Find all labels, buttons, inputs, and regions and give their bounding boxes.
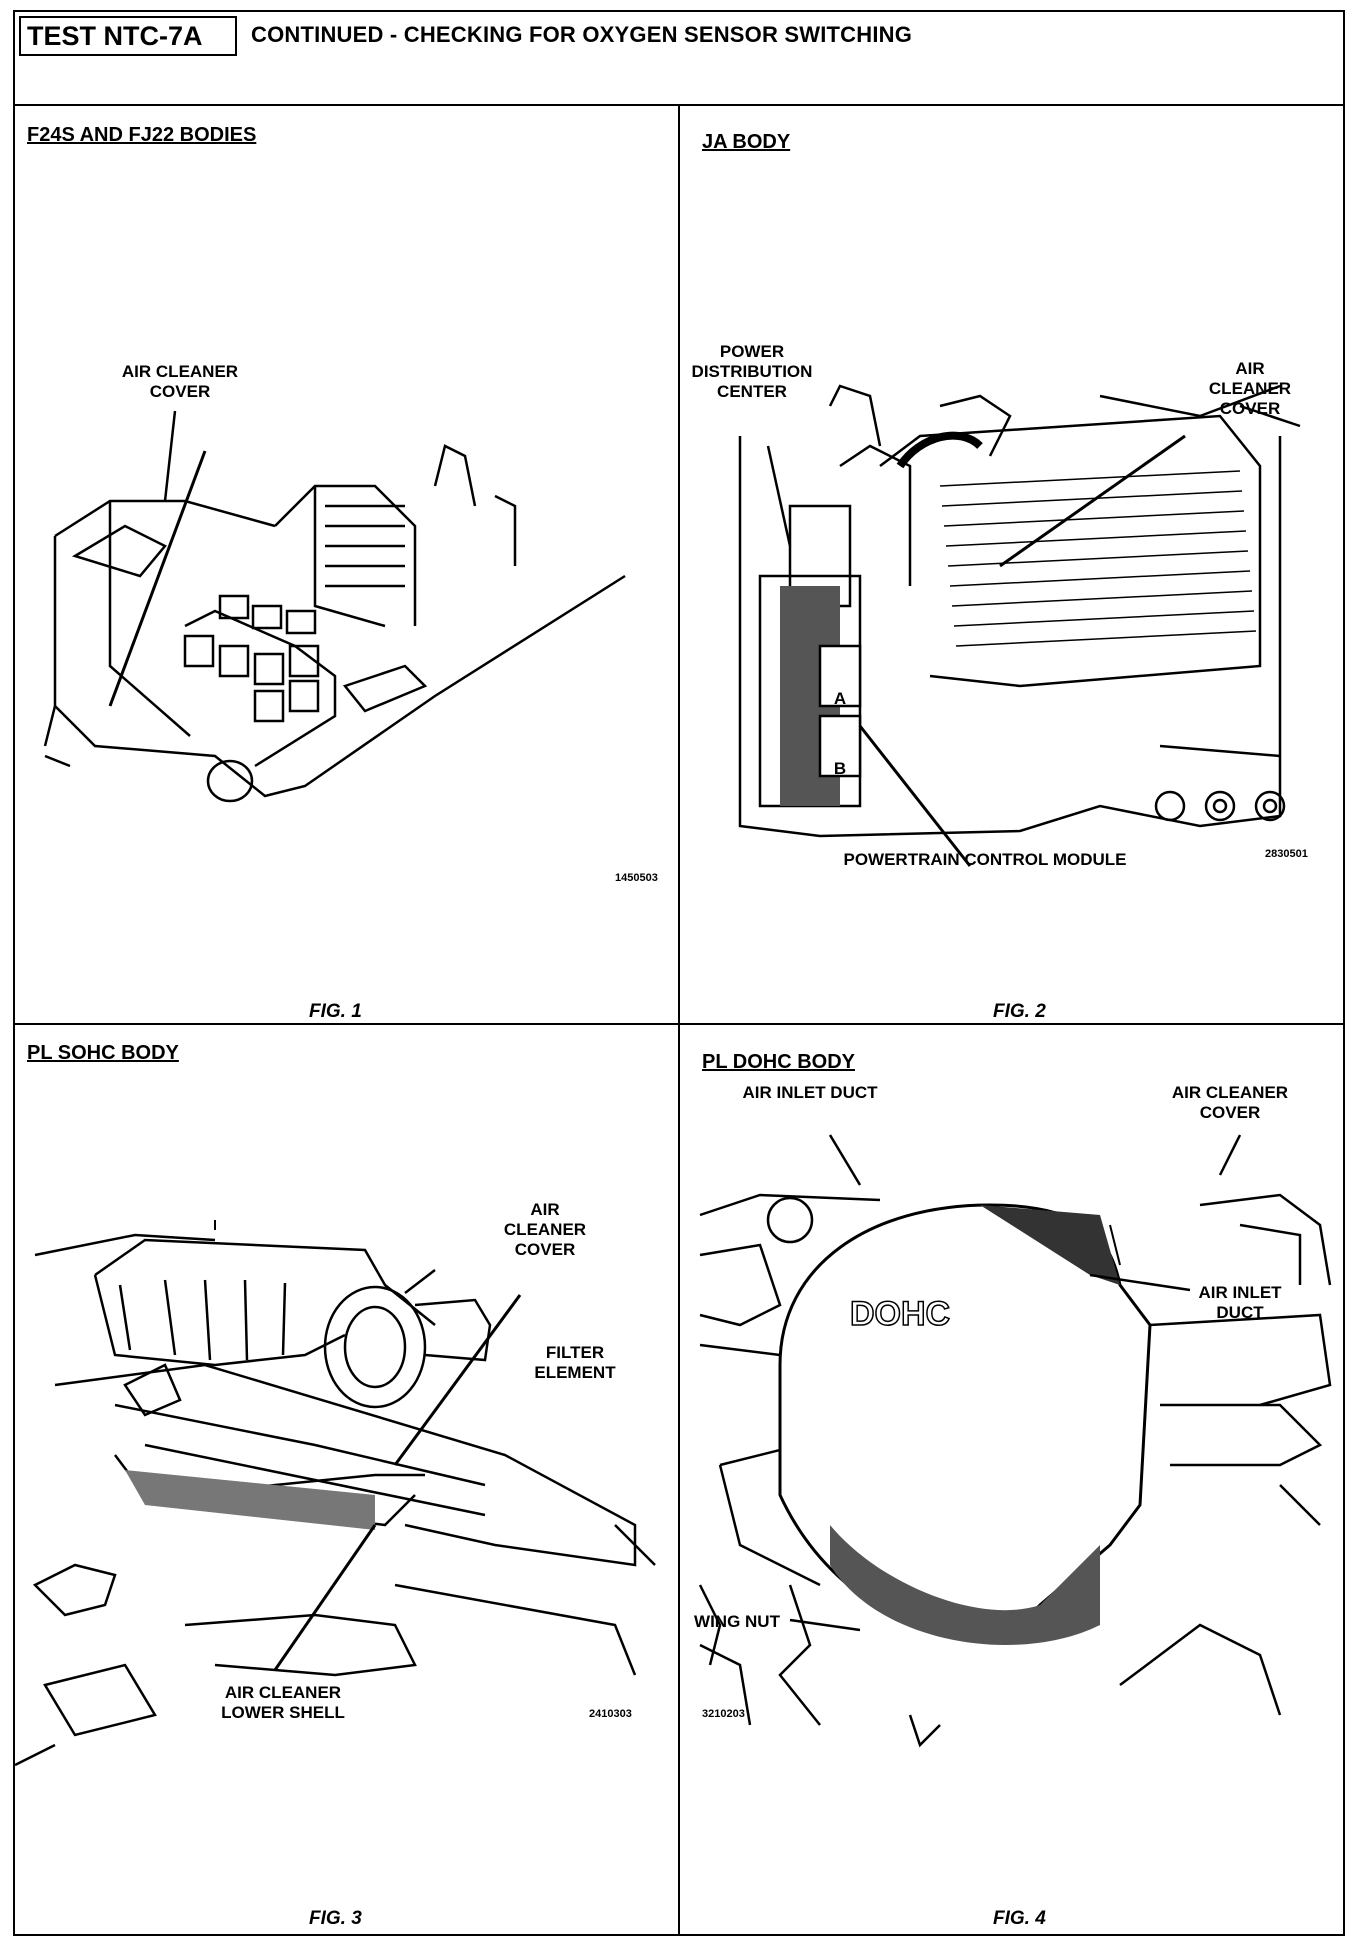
- fig-1-illustration: [43, 410, 626, 803]
- callout-air-cleaner-cover: AIR CLEANER COVER: [1208, 359, 1292, 418]
- figure-caption: FIG. 1: [309, 1001, 362, 1022]
- callout-powertrain-control-module: POWERTRAIN CONTROL MODULE: [843, 850, 1127, 869]
- callout-air-cleaner-cover: AIR CLEANER COVER: [121, 362, 239, 401]
- figure-number: 2410303: [589, 1708, 632, 1720]
- label-a: A: [833, 689, 847, 708]
- panel-title: PL DOHC BODY: [702, 1051, 855, 1073]
- figure-caption: FIG. 2: [993, 1001, 1046, 1022]
- figure-number: 3210203: [702, 1708, 745, 1720]
- panel-title: JA BODY: [702, 131, 791, 153]
- header-title: CONTINUED - CHECKING FOR OXYGEN SENSOR S…: [251, 22, 913, 47]
- figure-caption: FIG. 4: [993, 1908, 1046, 1929]
- callout-air-inlet-duct-side: AIR INLET DUCT: [1198, 1283, 1282, 1322]
- panel-fig-2: JA BODY: [680, 106, 1347, 1023]
- callout-wing-nut: WING NUT: [694, 1612, 780, 1631]
- engine-badge-graphic: DOHC: [850, 1295, 950, 1333]
- grid-divider-vertical: [678, 106, 680, 1936]
- panel-fig-3: PL SOHC BODY: [15, 1025, 678, 1936]
- grid-divider-horizontal: [15, 1023, 1343, 1025]
- callout-air-cleaner-cover: AIR CLEANER COVER: [503, 1200, 587, 1259]
- fig-4-illustration: DOHC: [698, 1134, 1332, 1748]
- service-manual-page: TEST NTC-7A CONTINUED - CHECKING FOR OXY…: [13, 10, 1345, 1936]
- fig-2-illustration: [738, 384, 1301, 867]
- callout-air-cleaner-lower-shell: AIR CLEANER LOWER SHELL: [221, 1683, 345, 1722]
- panel-title: PL SOHC BODY: [27, 1042, 179, 1064]
- panel-fig-4: PL DOHC BODY: [680, 1025, 1347, 1936]
- figure-caption: FIG. 3: [309, 1908, 362, 1929]
- test-id-box: TEST NTC-7A: [19, 16, 237, 56]
- page-header: TEST NTC-7A CONTINUED - CHECKING FOR OXY…: [15, 12, 1343, 106]
- figure-number: 2830501: [1265, 848, 1308, 860]
- callout-filter-element: FILTER ELEMENT: [534, 1343, 616, 1382]
- panel-title: F24S AND FJ22 BODIES: [27, 124, 257, 146]
- callout-air-cleaner-cover: AIR CLEANER COVER: [1171, 1083, 1289, 1122]
- figure-grid: F24S AND FJ22 BODIES: [15, 106, 1343, 1936]
- callout-air-inlet-duct-top: AIR INLET DUCT: [742, 1083, 878, 1102]
- callout-power-distribution-center: POWER DISTRIBUTION CENTER: [691, 342, 813, 401]
- panel-fig-1: F24S AND FJ22 BODIES: [15, 106, 678, 1023]
- label-b: B: [833, 759, 847, 778]
- figure-number: 1450503: [615, 872, 658, 884]
- fig-3-illustration: [15, 1220, 656, 1767]
